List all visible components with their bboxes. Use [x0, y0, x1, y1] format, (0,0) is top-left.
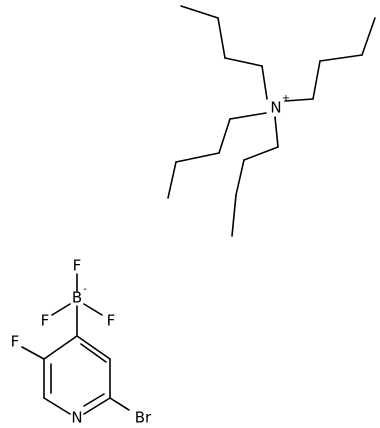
- bond: [83, 393, 105, 407]
- bond: [235, 159, 245, 196]
- bond: [224, 57, 263, 67]
- bond: [319, 54, 363, 62]
- fluorine-top-label: F: [73, 257, 82, 275]
- butyl-chain-4: [231, 116, 279, 237]
- bond: [83, 397, 111, 415]
- bond: [274, 116, 279, 148]
- bromine-label: Br: [135, 409, 152, 427]
- bond: [361, 17, 376, 56]
- bond: [243, 146, 279, 161]
- tetrabutylammonium-cation: N +: [167, 5, 376, 237]
- trifluoroborate-anion: F B - F F F N Br: [11, 257, 152, 427]
- bond: [43, 335, 78, 360]
- boron-label: B: [72, 289, 82, 307]
- bond: [229, 112, 267, 120]
- bond: [217, 17, 226, 59]
- bond: [312, 60, 321, 100]
- trifluoroborate-group: [51, 273, 103, 337]
- bond: [218, 118, 231, 154]
- fluorine-ring-label: F: [11, 333, 20, 351]
- bond: [180, 5, 219, 19]
- ring-nitrogen-label: N: [71, 409, 82, 427]
- bond: [80, 343, 107, 363]
- bond: [51, 303, 71, 316]
- butyl-chain-1: [180, 5, 268, 100]
- bond: [175, 152, 220, 163]
- pyridine-ring: [21, 335, 130, 415]
- boron-charge: -: [83, 284, 87, 295]
- nitrogen-charge: +: [282, 93, 290, 104]
- fluorine-right-label: F: [107, 312, 116, 330]
- bond: [43, 397, 71, 415]
- bond: [76, 335, 111, 360]
- bond: [21, 346, 45, 360]
- butyl-chain-2: [284, 17, 376, 102]
- bond: [109, 397, 130, 411]
- bond: [167, 161, 177, 199]
- fluorine-left-label: F: [41, 312, 50, 330]
- nitrogen-label: N: [270, 99, 281, 117]
- bond: [231, 194, 237, 237]
- butyl-chain-3: [167, 112, 267, 199]
- bond: [284, 98, 314, 102]
- bond: [83, 303, 103, 316]
- bond: [261, 65, 268, 100]
